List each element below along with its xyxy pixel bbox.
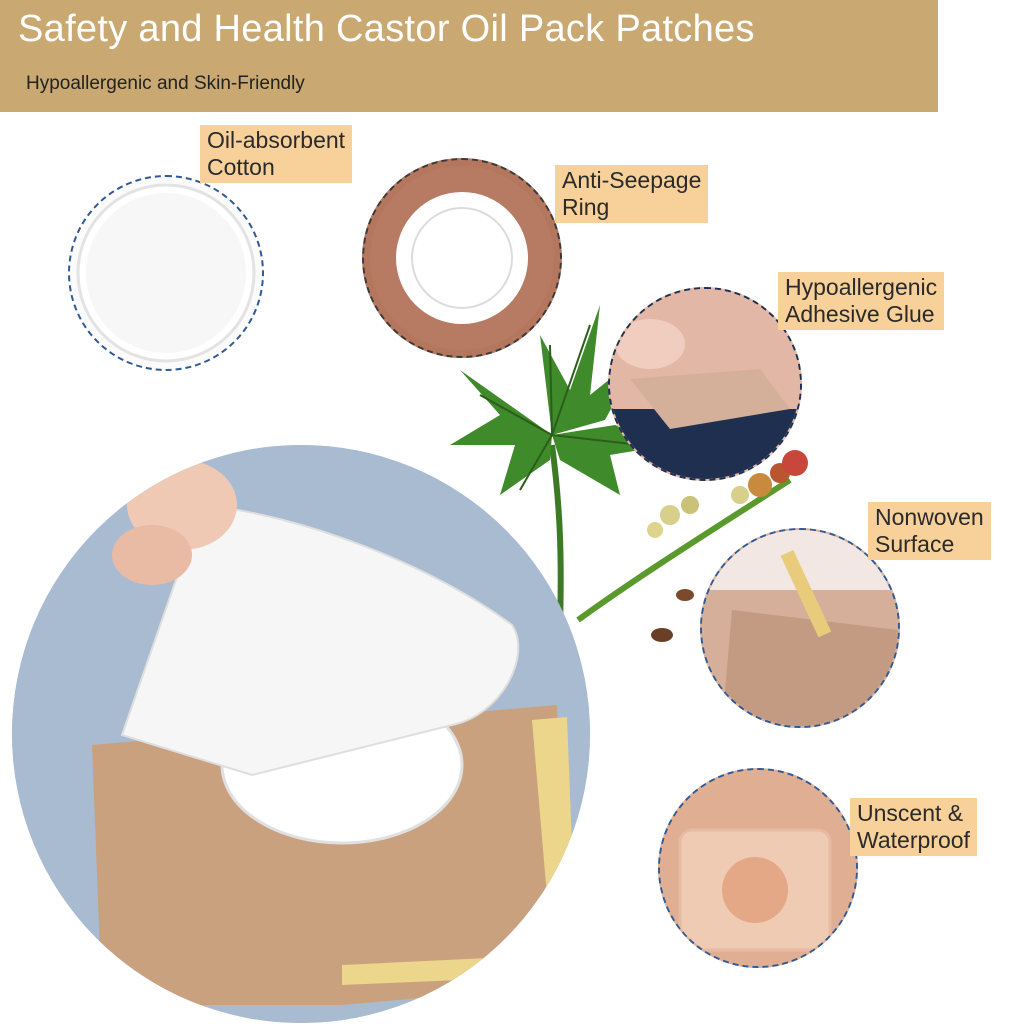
finger-icon [112,525,192,585]
nonwoven-surface-image [700,528,900,728]
product-patch-image [12,445,590,1023]
castor-flower-icon [647,450,808,538]
label-nonwoven-surface: Nonwoven Surface [868,502,991,560]
label-oil-absorbent-cotton: Oil-absorbent Cotton [200,125,353,183]
label-hypoallergenic-adhesive-glue: Hypoallergenic Adhesive Glue [778,272,945,330]
cotton-pad-image [68,175,264,371]
applied-patch-icon [660,770,856,966]
header-banner: Safety and Health Castor Oil Pack Patche… [0,0,938,112]
cotton-pad-icon [76,183,256,363]
ring-pad-image [362,158,562,358]
applied-patch-image [658,768,858,968]
castor-oil-patch-icon [12,445,590,1023]
nonwoven-surface-icon [702,530,898,726]
anti-seepage-ring-icon [370,166,554,350]
castor-seed-icon [676,589,694,601]
label-anti-seepage-ring: Anti-Seepage Ring [555,165,709,223]
page-subtitle: Hypoallergenic and Skin-Friendly [26,73,305,94]
adhesive-peel-icon [610,289,800,479]
page-title: Safety and Health Castor Oil Pack Patche… [18,8,755,50]
adhesive-peel-image [608,287,802,481]
castor-seed-icon [651,628,673,642]
label-unscent-waterproof: Unscent & Waterproof [850,798,977,856]
